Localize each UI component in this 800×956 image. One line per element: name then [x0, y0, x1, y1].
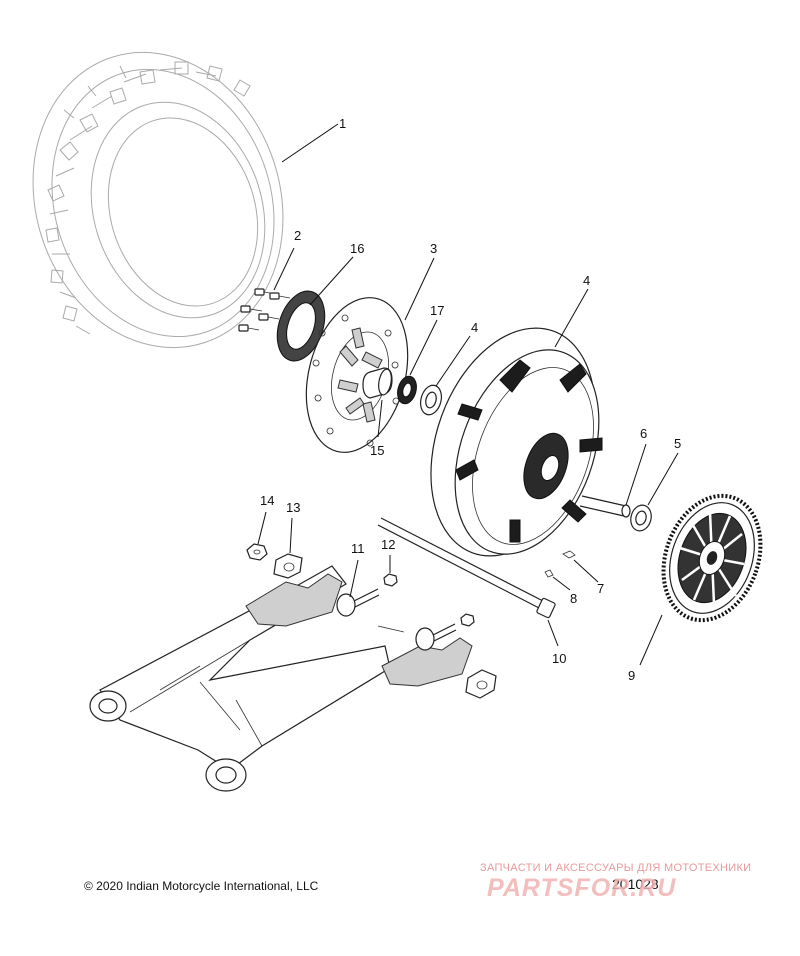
callout-15: 15 — [370, 443, 384, 458]
adjuster-plate-left-drawing — [273, 553, 303, 579]
callout-4-right: 5 — [674, 436, 681, 451]
callout-14: 14 — [260, 493, 274, 508]
callout-1: 1 — [339, 116, 346, 131]
callout-6: 6 — [640, 426, 647, 441]
jam-nut-drawing — [383, 573, 475, 627]
adjuster-bolt-lower-drawing — [377, 623, 457, 651]
seal-drawing — [397, 375, 417, 405]
wheel-drawing — [430, 327, 603, 557]
callout-9: 9 — [628, 668, 635, 683]
copyright-notice: © 2020 Indian Motorcycle International, … — [84, 879, 319, 893]
bearing-left-drawing — [419, 384, 443, 416]
callout-2: 2 — [294, 228, 301, 243]
callout-8: 8 — [570, 591, 577, 606]
axle-drawing — [377, 517, 556, 619]
callout-12: 12 — [381, 537, 395, 552]
clip-7-drawing — [562, 550, 576, 559]
pulley-drawing — [661, 493, 763, 623]
nut-drawing — [246, 543, 268, 561]
axle-spacer-drawing — [579, 495, 631, 518]
callout-16: 16 — [350, 241, 364, 256]
tire-drawing — [32, 51, 284, 349]
callout-7: 7 — [597, 581, 604, 596]
adjuster-plate-right-drawing — [465, 669, 497, 699]
rotor-bolts-drawing — [238, 288, 291, 332]
watermark-tagline: ЗАПЧАСТИ И АКСЕССУАРЫ ДЛЯ МОТОТЕХНИКИ — [480, 862, 752, 874]
callout-11: 11 — [351, 541, 365, 556]
spacer-drawing — [362, 367, 393, 399]
brake-rotor-drawing — [305, 297, 409, 453]
swingarm-drawing — [89, 565, 473, 792]
callout-4-left: 4 — [471, 320, 478, 335]
callout-17: 17 — [430, 303, 444, 318]
clip-8-drawing — [544, 569, 554, 578]
drawing-number: 201028 — [612, 876, 659, 892]
bearing-right-drawing — [630, 504, 652, 532]
callout-5: 4 — [583, 273, 590, 288]
callout-13: 13 — [286, 500, 300, 515]
rotor-carrier-drawing — [276, 290, 326, 362]
callout-10: 10 — [552, 651, 566, 666]
adjuster-bolt-upper-drawing — [336, 588, 380, 617]
watermark-logo: PARTSFOR.RU — [487, 874, 677, 902]
callout-3: 3 — [430, 241, 437, 256]
